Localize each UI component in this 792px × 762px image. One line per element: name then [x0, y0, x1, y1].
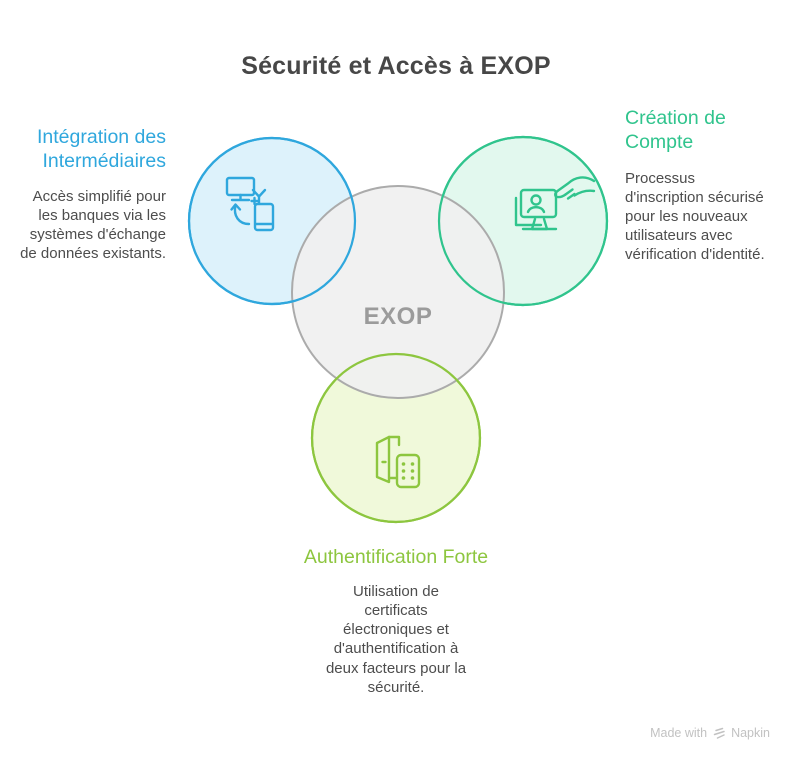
door-keypad-icon: [375, 435, 421, 489]
napkin-logo-icon: [713, 727, 725, 739]
made-with-napkin: Made with Napkin: [650, 726, 770, 740]
center-label: EXOP: [363, 303, 433, 330]
integration-circle-outline: [187, 136, 357, 306]
monitor-user-hand-icon-strokes: [514, 176, 596, 231]
door-keypad-icon-dots: [401, 462, 415, 480]
page-title: Sécurité et Accès à EXOP: [241, 52, 551, 80]
account-creation-circle-outline: [437, 135, 609, 307]
section-account-creation-body: Processus d'inscription sécurisé pour le…: [625, 169, 765, 264]
authentication-circle-outline: [310, 352, 482, 524]
monitor-user-hand-icon: [514, 176, 596, 231]
section-authentication-heading: Authentification Forte: [303, 546, 489, 568]
section-authentication-body: Utilisation de certificats électroniques…: [325, 582, 467, 696]
section-integration-body: Accès simplifié pour les banques via les…: [20, 187, 166, 263]
made-with-text: Made with: [650, 726, 708, 740]
door-keypad-icon-strokes: [375, 435, 421, 489]
napkin-brand-text: Napkin: [731, 726, 770, 740]
section-integration: Intégration des Intermédiaires Accès sim…: [16, 126, 166, 263]
center-exop-circle: [291, 185, 505, 399]
section-authentication: Authentification Forte Utilisation de ce…: [296, 546, 496, 697]
desktop-mobile-sync-icon: [225, 176, 275, 232]
section-account-creation-heading: Création de Compte: [625, 107, 726, 153]
desktop-mobile-sync-icon-strokes: [225, 176, 275, 232]
section-integration-heading: Intégration des Intermédiaires: [36, 126, 166, 172]
section-account-creation: Création de Compte Processus d'inscripti…: [625, 107, 770, 265]
